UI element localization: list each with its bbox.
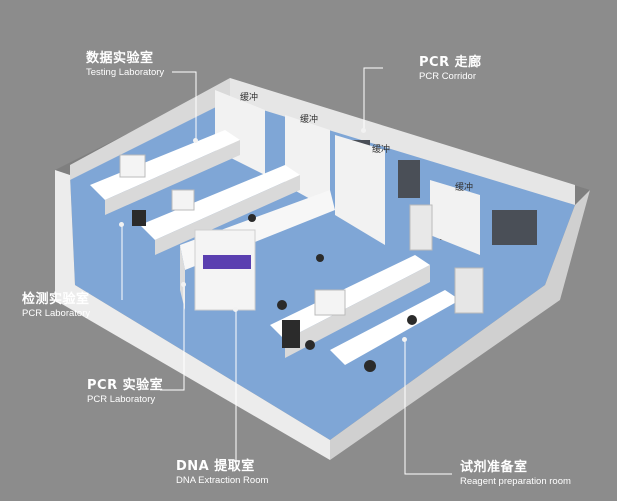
label-dna-room: DNA 提取室 DNA Extraction Room [176, 460, 268, 486]
label-zh: DNA 提取室 [176, 459, 255, 474]
label-zh: 数据实验室 [86, 51, 154, 66]
front-wall-left [55, 170, 330, 460]
label-en: PCR Laboratory [22, 308, 91, 319]
label-en: PCR Laboratory [87, 394, 156, 405]
label-zh: PCR 走廊 [419, 55, 482, 70]
pointer-dot [361, 128, 366, 133]
pointer-dot [119, 222, 124, 227]
buffer-label: 缓冲 [240, 93, 259, 103]
front-wall-right [330, 190, 590, 460]
buffer-label: 缓冲 [372, 145, 391, 155]
label-detection-lab: 检测实验室 PCR Laboratory [22, 293, 90, 319]
label-en: Reagent preparation room [460, 476, 571, 487]
pointer-dot [402, 337, 407, 342]
floor [70, 95, 575, 440]
pointer-dot [193, 138, 198, 143]
buffer-label: 缓冲 [300, 115, 319, 125]
pointer-dot [233, 307, 238, 312]
label-pcr-corridor: PCR 走廊 PCR Corridor [419, 56, 482, 82]
label-en: Testing Laboratory [86, 67, 165, 78]
label-pcr-lab: PCR 实验室 PCR Laboratory [87, 379, 163, 405]
pointer-dot [181, 282, 186, 287]
buffer-label: 缓冲 [455, 183, 474, 193]
label-reagent-room: 试剂准备室 Reagent preparation room [460, 461, 571, 487]
label-zh: PCR 实验室 [87, 378, 164, 393]
label-zh: 检测实验室 [22, 292, 90, 307]
label-zh: 试剂准备室 [460, 460, 528, 475]
label-testing-lab: 数据实验室 Testing Laboratory [86, 52, 164, 78]
label-en: DNA Extraction Room [176, 475, 269, 486]
back-wall [230, 78, 575, 205]
label-en: PCR Corridor [419, 71, 477, 82]
